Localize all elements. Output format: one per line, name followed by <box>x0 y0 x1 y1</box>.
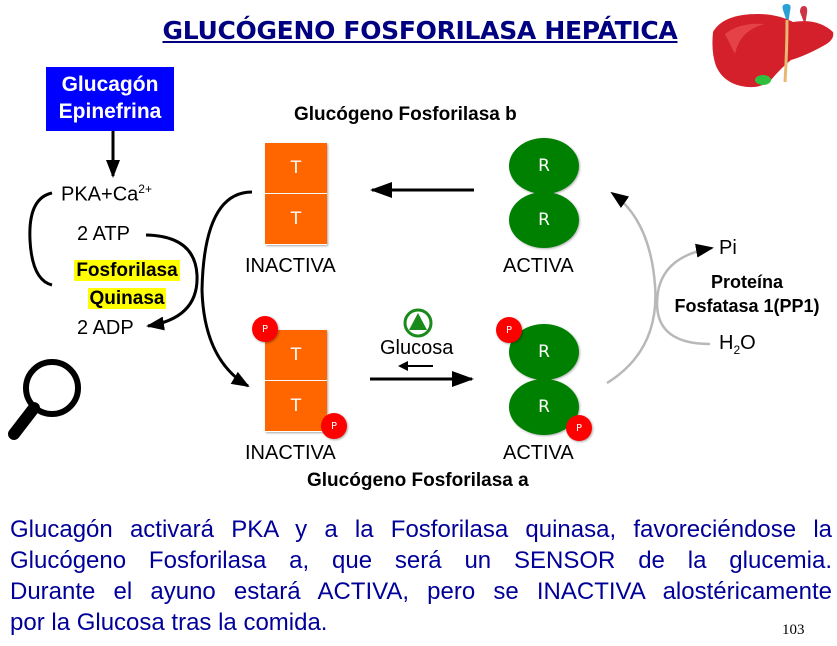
gallbladder <box>755 75 771 85</box>
phosphorylase-b-label: Glucógeno Fosforilasa b <box>294 104 517 125</box>
arc-h2o-to-pi <box>655 243 714 346</box>
caption-line: Glucógeno Fosforilasa a, que será un SEN… <box>10 547 832 574</box>
glucose-label: Glucosa <box>380 337 454 359</box>
pp1-line2: Fosfatasa 1(PP1) <box>674 296 820 316</box>
caption-line: Glucagón activará PKA y a la Fosforilasa… <box>10 516 832 543</box>
phosphorylase-a-label: Glucógeno Fosforilasa a <box>307 470 529 491</box>
kinase-line2: Quinasa <box>87 288 167 309</box>
pka-superscript: 2+ <box>138 182 152 196</box>
blood-vessel-red <box>800 6 808 25</box>
a-inactive-enzyme: T T <box>265 330 327 432</box>
adp-label: 2 ADP <box>77 317 134 339</box>
caption-line: Durante el ayuno estará ACTIVA, pero se … <box>10 578 832 605</box>
arc-phosphorylation <box>200 190 253 388</box>
kinase-line1: Fosforilasa <box>74 260 180 281</box>
h2o-sub: 2 <box>733 343 741 357</box>
b-active-state-label: ACTIVA <box>503 255 574 277</box>
caption-line: por la Glucosa tras la comida. <box>10 609 328 636</box>
t-subunit: T <box>265 194 327 245</box>
magnifying-glass-icon <box>8 359 81 440</box>
pka-label: PKA+Ca2+ <box>61 182 152 207</box>
phosphate-badge: P <box>252 316 278 342</box>
arc-atp-to-adp <box>145 233 199 331</box>
pka-text: PKA+Ca <box>61 183 139 206</box>
a-inactive-state-label: INACTIVA <box>245 442 336 464</box>
h2o-h: H <box>719 332 734 354</box>
hormone-glucagon: Glucagón <box>61 73 159 96</box>
t-subunit: T <box>265 143 327 194</box>
hormone-box: Glucagón Epinefrina <box>46 67 174 131</box>
r-subunit: R <box>509 138 579 194</box>
pi-label: Pi <box>719 237 737 259</box>
pp1-line1: Proteína <box>710 272 784 292</box>
h2o-o: O <box>740 332 756 354</box>
phosphate-badge: P <box>321 413 347 439</box>
slide-title: GLUCÓGENO FOSFORILASA HEPÁTICA <box>162 16 678 45</box>
arc-dephosphorylation <box>606 191 657 385</box>
h2o-label: H2O <box>719 332 756 357</box>
phosphate-badge: P <box>496 317 522 343</box>
t-subunit: T <box>265 330 327 381</box>
arc-pka-activates-kinase <box>28 191 53 287</box>
liver-illustration <box>712 4 834 88</box>
caption-text: Glucagón activará PKA y a la Fosforilasa… <box>10 514 832 638</box>
glucose-symbol-icon <box>403 308 433 338</box>
atp-label: 2 ATP <box>77 223 130 245</box>
page-number: 103 <box>782 622 805 638</box>
phosphate-badge: P <box>566 415 592 441</box>
pp1-label: Proteína Fosfatasa 1(PP1) <box>656 270 837 318</box>
fosforilasa-quinasa-label: Fosforilasa Quinasa <box>68 257 186 313</box>
b-inactive-state-label: INACTIVA <box>245 255 336 277</box>
b-inactive-enzyme: T T <box>265 143 327 245</box>
hormone-epinefrina: Epinefrina <box>58 100 162 123</box>
r-subunit: R <box>509 192 579 248</box>
t-subunit: T <box>265 381 327 432</box>
a-active-state-label: ACTIVA <box>503 442 574 464</box>
blood-vessel-blue <box>782 4 791 25</box>
